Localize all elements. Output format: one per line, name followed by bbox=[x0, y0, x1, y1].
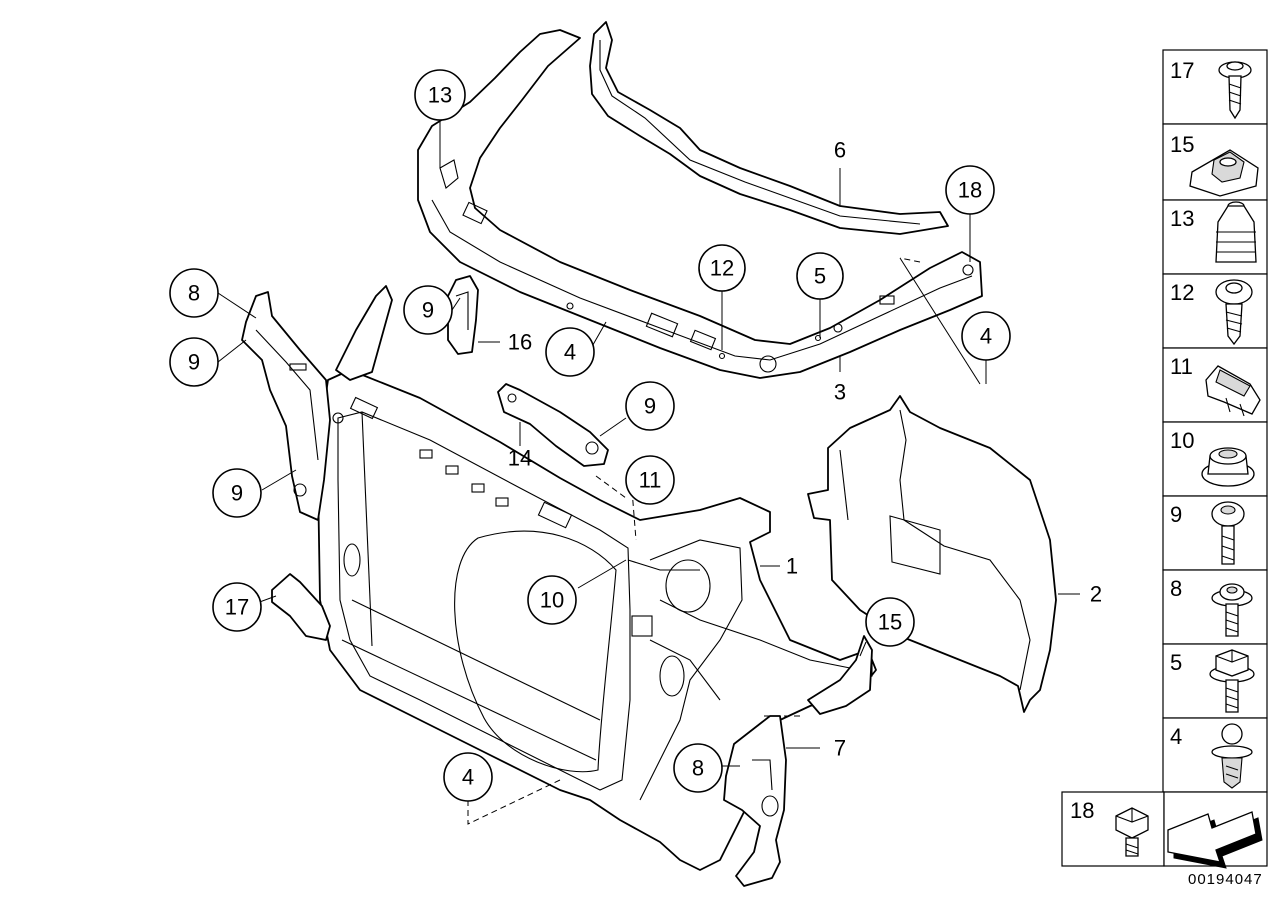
callout-9-label: 9 bbox=[231, 481, 243, 506]
hardware-legend-panel: 17 15 13 12 11 10 9 8 5 4 18 bbox=[1061, 49, 1268, 869]
callout-8-left: 8 bbox=[169, 268, 219, 318]
hex-bolt-5-icon bbox=[1209, 649, 1255, 713]
legend-item-8: 8 bbox=[1170, 576, 1182, 601]
screw-12-icon bbox=[1215, 279, 1253, 346]
rubber-buffer-13-icon bbox=[1215, 201, 1257, 263]
callout-18: 18 bbox=[945, 165, 995, 215]
callout-18-label: 18 bbox=[958, 178, 982, 203]
bracket-part-16 bbox=[447, 275, 479, 355]
hex-bolt-18-icon bbox=[1115, 807, 1149, 857]
callout-13: 13 bbox=[414, 69, 466, 121]
grommet-10-icon bbox=[1201, 447, 1255, 487]
lower-duct-part-7 bbox=[723, 715, 787, 887]
legend-item-9: 9 bbox=[1170, 502, 1182, 527]
callout-4-label: 4 bbox=[564, 340, 576, 365]
bolt-9-icon bbox=[1211, 501, 1245, 565]
callout-9-lower: 9 bbox=[212, 468, 262, 518]
clip-11-icon bbox=[1205, 365, 1261, 417]
callout-4-label: 4 bbox=[462, 765, 474, 790]
right-bracket-part-15 bbox=[807, 635, 873, 715]
legend-item-15: 15 bbox=[1170, 132, 1194, 157]
label-7: 7 bbox=[834, 736, 846, 761]
upper-carrier-part-3 bbox=[417, 29, 983, 379]
label-2: 2 bbox=[1090, 582, 1102, 607]
screw-17-icon bbox=[1218, 61, 1252, 120]
callout-10: 10 bbox=[527, 575, 577, 625]
callout-12: 12 bbox=[698, 244, 746, 292]
callout-9-label: 9 bbox=[644, 394, 656, 419]
label-14: 14 bbox=[508, 446, 532, 471]
fan-shroud-opening bbox=[454, 530, 617, 773]
callout-9-left: 9 bbox=[169, 337, 219, 387]
callout-8-label: 8 bbox=[188, 281, 200, 306]
label-3: 3 bbox=[834, 380, 846, 405]
callout-4-right: 4 bbox=[961, 311, 1011, 361]
bolt-8-icon bbox=[1211, 583, 1253, 637]
callout-17: 17 bbox=[212, 582, 262, 632]
leader-lines bbox=[217, 120, 1080, 767]
legend-item-13: 13 bbox=[1170, 206, 1194, 231]
callout-4-label: 4 bbox=[980, 324, 992, 349]
legend-item-4: 4 bbox=[1170, 724, 1182, 749]
document-number: 00194047 bbox=[1188, 871, 1263, 888]
upper-left-bracket bbox=[335, 285, 393, 381]
callout-12-label: 12 bbox=[710, 256, 734, 281]
callout-15: 15 bbox=[865, 597, 915, 647]
direction-arrow-icon bbox=[1167, 811, 1263, 869]
callout-8-lower: 8 bbox=[673, 743, 723, 793]
callout-8-label: 8 bbox=[692, 756, 704, 781]
lower-left-bracket-part-17 bbox=[271, 573, 331, 641]
callout-17-label: 17 bbox=[225, 595, 249, 620]
legend-item-12: 12 bbox=[1170, 280, 1194, 305]
callout-13-label: 13 bbox=[428, 83, 452, 108]
legend-item-18: 18 bbox=[1070, 798, 1094, 823]
expanding-rivet-4-icon bbox=[1211, 723, 1253, 789]
callout-4-upper-middle: 4 bbox=[545, 327, 595, 377]
callout-5: 5 bbox=[796, 252, 844, 300]
callout-11: 11 bbox=[625, 455, 675, 505]
callout-10-label: 10 bbox=[540, 588, 564, 613]
callout-4-lower: 4 bbox=[443, 752, 493, 802]
label-16: 16 bbox=[508, 330, 532, 355]
label-6: 6 bbox=[834, 138, 846, 163]
callout-9-upper: 9 bbox=[403, 285, 453, 335]
callout-9-label: 9 bbox=[188, 350, 200, 375]
legend-item-17: 17 bbox=[1170, 58, 1194, 83]
legend-item-5: 5 bbox=[1170, 650, 1182, 675]
legend-item-11: 11 bbox=[1170, 354, 1193, 379]
seal-strip-part-6 bbox=[589, 21, 949, 235]
bracket-part-14 bbox=[497, 383, 609, 467]
callout-9-right: 9 bbox=[625, 381, 675, 431]
callout-9-label: 9 bbox=[422, 298, 434, 323]
clip-nut-15-icon bbox=[1189, 149, 1259, 197]
air-duct-part-2 bbox=[807, 395, 1057, 713]
left-bracket-part-9 bbox=[241, 291, 331, 521]
callout-5-label: 5 bbox=[814, 264, 826, 289]
label-1: 1 bbox=[786, 554, 798, 579]
callout-11-label: 11 bbox=[639, 468, 662, 493]
callout-15-label: 15 bbox=[878, 610, 902, 635]
dashed-reference-lines bbox=[467, 257, 921, 825]
legend-item-10: 10 bbox=[1170, 428, 1194, 453]
